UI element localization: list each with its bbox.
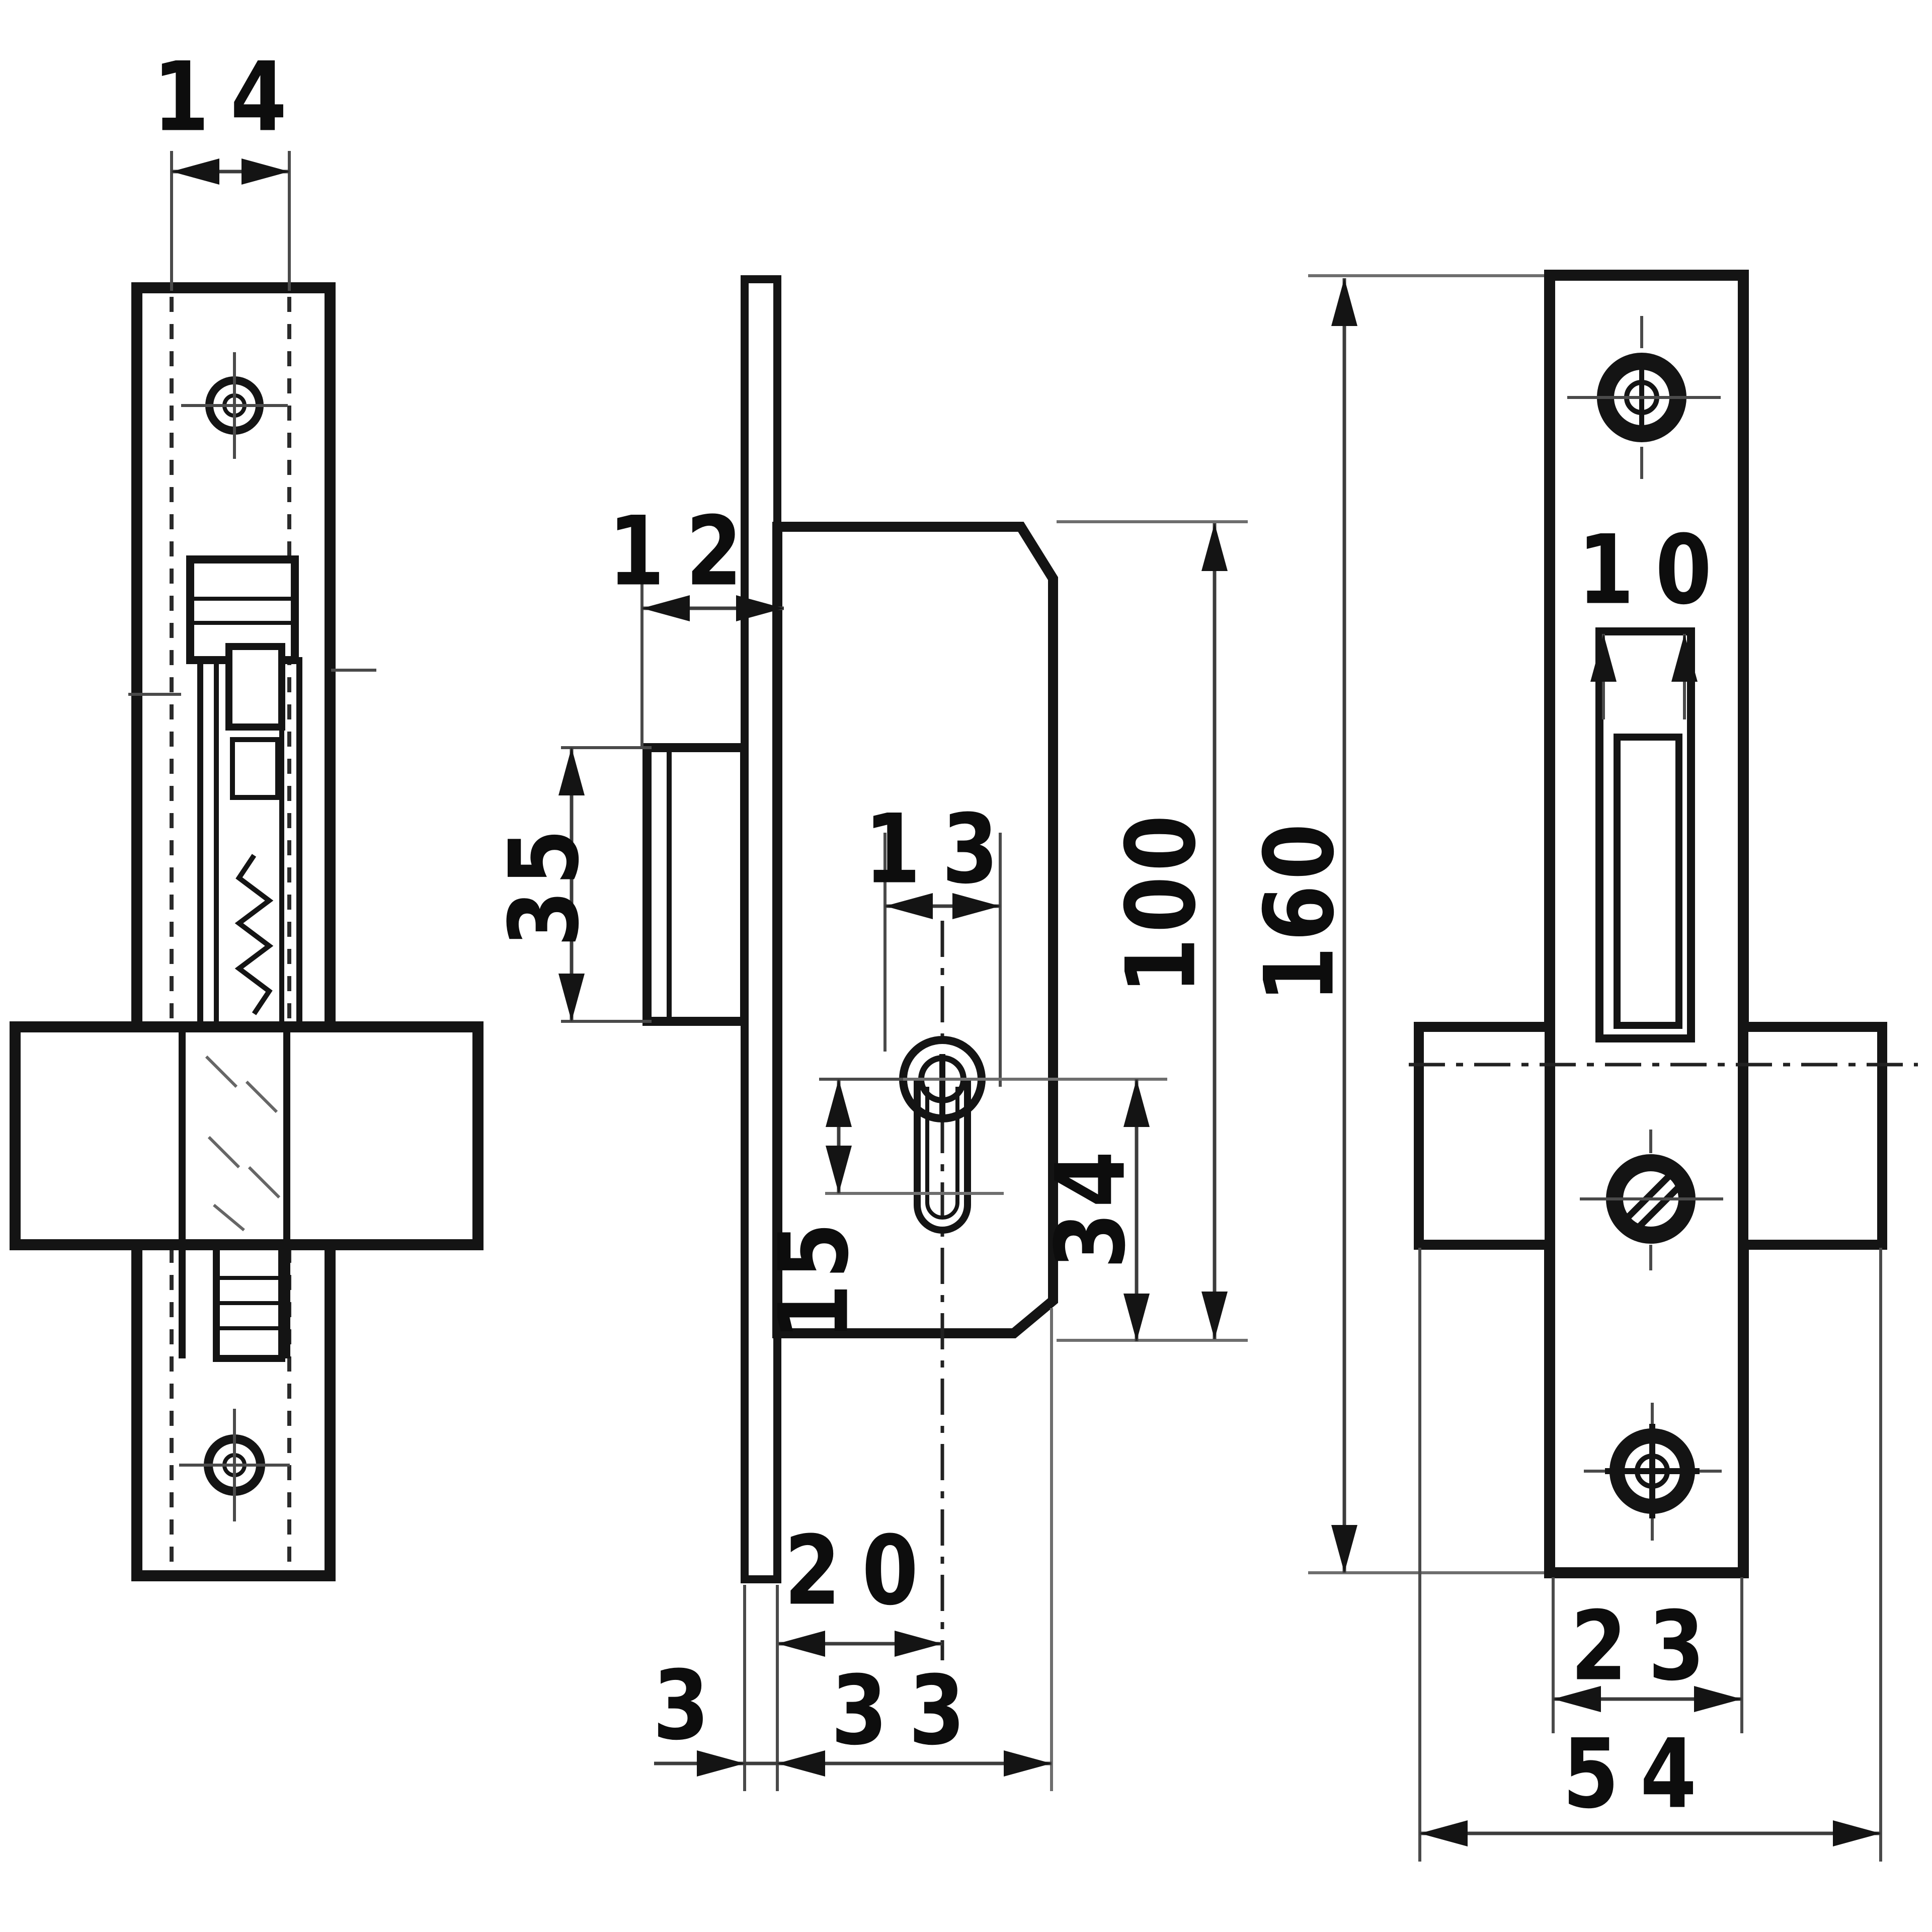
bolt-window-slot	[1595, 627, 1695, 1042]
dim-label-23: 23	[1570, 1590, 1726, 1702]
right-cross-screw-icon	[1584, 1403, 1722, 1541]
dimension-10	[1590, 634, 1698, 719]
dim-label-54: 54	[1562, 1718, 1718, 1830]
dim-label-13: 13	[864, 793, 1020, 905]
lock-mechanism-detail	[128, 555, 376, 1029]
left-top-screw-hole-icon	[181, 352, 288, 459]
dimension-100	[1057, 520, 1248, 1339]
bolt-hatching	[205, 1055, 281, 1232]
right-view-rear-elevation	[1409, 270, 1918, 1862]
dimension-23	[1552, 1577, 1743, 1733]
left-view-front-elevation	[10, 151, 484, 1581]
dim-label-3: 3	[653, 1650, 716, 1761]
dimension-15	[819, 1078, 1004, 1195]
deadbolt-crossbar-left-view	[10, 1021, 484, 1250]
dim-label-20: 20	[784, 1515, 940, 1627]
right-top-screw-icon	[1567, 316, 1721, 479]
dimension-34	[903, 1078, 1248, 1342]
dim-label-14: 14	[152, 41, 308, 153]
lock-case-outline	[772, 522, 1058, 1338]
dim-label-160: 160	[1244, 818, 1355, 1003]
dimension-35	[558, 746, 652, 1023]
latch-bolt	[642, 743, 749, 1026]
dim-label-35: 35	[489, 824, 600, 947]
right-faceplate-outline	[1544, 270, 1749, 1578]
right-slotted-screw-icon	[1580, 1130, 1723, 1270]
deadbolt-crossbar-right-view-right-arm	[1738, 1022, 1887, 1250]
dimension-14	[170, 151, 291, 291]
dim-label-15: 15	[758, 1217, 870, 1341]
dimension-12	[640, 581, 784, 748]
dim-label-100: 100	[1105, 810, 1217, 995]
middle-view-side-section	[558, 274, 1556, 1791]
dimension-54	[1418, 1248, 1882, 1862]
dim-label-10: 10	[1577, 514, 1733, 626]
dimension-3-and-33	[654, 1308, 1053, 1791]
dimension-13	[883, 833, 1002, 1087]
left-bottom-screw-hole-icon	[179, 1409, 290, 1521]
dim-label-12: 12	[608, 496, 764, 607]
deadbolt-crossbar-right-view-left-arm	[1414, 1022, 1555, 1250]
spring-zigzag	[234, 854, 274, 1015]
dimension-160	[1308, 274, 1556, 1574]
dim-label-33: 33	[831, 1655, 987, 1766]
dim-label-34: 34	[1035, 1146, 1147, 1269]
